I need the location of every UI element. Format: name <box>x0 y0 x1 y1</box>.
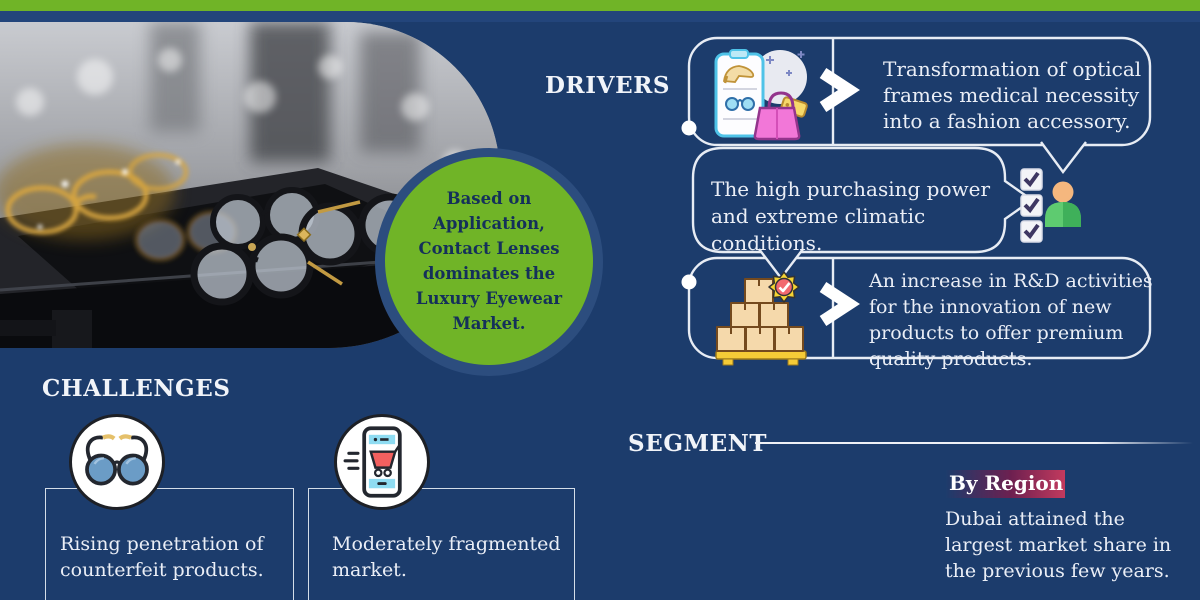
connector-dot <box>681 120 697 136</box>
challenge-item-text: Moderately fragmented market. <box>332 533 561 581</box>
chevron-right-icon <box>819 67 860 113</box>
connector-dot <box>681 274 697 290</box>
by-region-label: By Region <box>949 471 1064 495</box>
drivers-flow-diagram <box>681 36 1152 366</box>
by-region-badge: By Region <box>945 470 1065 498</box>
driver-item-text: Transformation of optical frames medical… <box>883 57 1142 133</box>
product-boxes-quality-icon <box>715 271 807 366</box>
shopping-list-bag-icon <box>714 49 808 141</box>
checklist-person-icon <box>1020 168 1081 243</box>
segment-heading: SEGMENT <box>628 430 768 457</box>
segment-divider-line <box>755 442 1193 444</box>
highlight-circle: Based on Application, Contact Lenses dom… <box>385 157 593 365</box>
driver-item-text: The high purchasing power and extreme cl… <box>711 177 991 255</box>
drivers-heading: DRIVERS <box>545 72 671 99</box>
challenge-card <box>45 488 294 600</box>
challenge-card <box>308 488 575 600</box>
chevron-right-icon <box>819 281 860 327</box>
challenge-item-text: Rising penetration of counterfeit produc… <box>60 533 264 581</box>
down-pointer-icon <box>1040 141 1087 175</box>
by-region-text: Dubai attained the largest market share … <box>945 508 1172 582</box>
driver-item-text: An increase in R&D activities for the in… <box>869 270 1153 370</box>
mobile-cart-icon <box>334 414 430 510</box>
highlight-text: Based on Application, Contact Lenses dom… <box>415 189 563 333</box>
top-navy-band <box>0 11 1200 22</box>
top-accent-bar <box>0 0 1200 11</box>
sunglasses-icon <box>69 414 165 510</box>
challenges-heading: CHALLENGES <box>42 375 231 402</box>
